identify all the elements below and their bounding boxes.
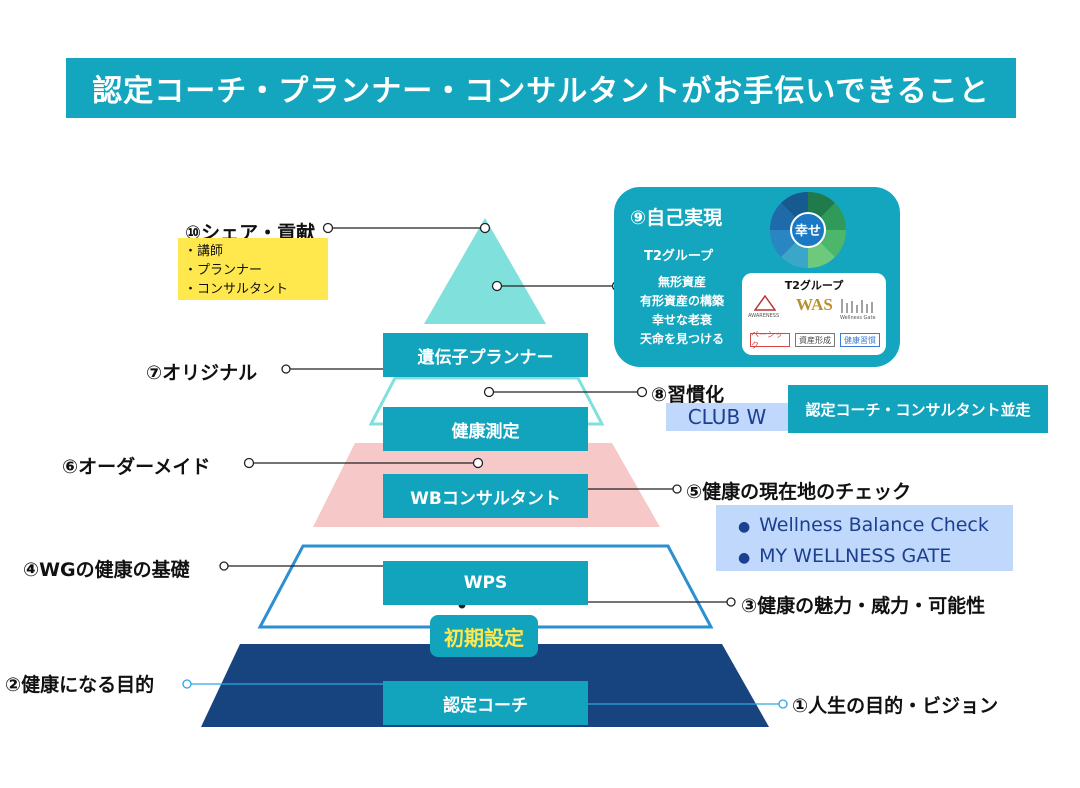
t2-panel-title: T2グループ — [784, 279, 844, 292]
self-actualization-title: ⑨自己実現 — [630, 207, 723, 229]
label-wg-foundation: ④WGの健康の基礎 — [23, 559, 190, 581]
list-item: 無形資産 — [657, 275, 706, 289]
list-item: ● Wellness Balance Check — [738, 514, 989, 536]
label-health-check: ⑤健康の現在地のチェック — [686, 481, 912, 503]
list-item: 天命を見つける — [639, 332, 724, 346]
wellness-gate-logo-icon — [838, 297, 878, 319]
share-role-item: ・プランナー — [184, 263, 263, 278]
label-habit: ⑧習慣化 — [651, 384, 725, 406]
label-order-made: ⑥オーダーメイド — [62, 456, 211, 478]
wheel-center-text: 幸せ — [795, 223, 821, 239]
label-health-appeal: ③健康の魅力・威力・可能性 — [741, 595, 986, 617]
share-roles-note: ・講師 ・プランナー ・コンサルタント — [178, 238, 328, 300]
box-gene-planner: 遺伝子プランナー — [383, 333, 588, 377]
was-logo: WAS — [796, 295, 833, 314]
label-life-purpose: ①人生の目的・ビジョン — [792, 695, 999, 717]
box-health-measure: 健康測定 — [383, 407, 588, 451]
wellness-check-list: ● Wellness Balance Check ● MY WELLNESS G… — [716, 505, 1013, 571]
tag-asset: 資産形成 — [795, 333, 835, 347]
page-title: 認定コーチ・プランナー・コンサルタントがお手伝いできること — [66, 58, 1016, 118]
share-role-item: ・講師 — [184, 244, 224, 259]
label-health-purpose: ②健康になる目的 — [5, 674, 155, 696]
initial-settings-badge: 初期設定 — [430, 615, 538, 657]
share-role-item: ・コンサルタント — [184, 282, 289, 297]
pyramid-band-habit — [368, 376, 605, 426]
tag-basic: ベーシック — [750, 330, 790, 350]
label-original: ⑦オリジナル — [146, 362, 258, 384]
self-actualization-list: 無形資産 有形資産の構築 幸せな老衰 天命を見つける — [622, 273, 742, 349]
list-item: 幸せな老衰 — [651, 313, 712, 327]
list-item: ● MY WELLNESS GATE — [738, 545, 952, 567]
tag-health-habit: 健康習慣 — [840, 333, 880, 347]
awareness-logo-icon — [753, 294, 777, 311]
pyramid-apex — [424, 218, 546, 324]
happiness-wheel-icon: 幸せ — [769, 191, 847, 269]
box-certified-coach: 認定コーチ — [383, 681, 588, 725]
awareness-logo-text: AWARENESS — [748, 313, 780, 319]
box-wb-consultant: WBコンサルタント — [383, 474, 588, 518]
pyramid-band-outline — [257, 544, 714, 629]
t2-group-panel: T2グループ AWARENESS WAS Wellness Gate ベーシック… — [742, 273, 886, 355]
club-w-badge: CLUB W — [666, 403, 788, 431]
box-wps: WPS — [383, 561, 588, 605]
list-item: 有形資産の構築 — [639, 294, 724, 308]
t2-group-label: T2グループ — [644, 249, 714, 264]
wellness-gate-logo-text: Wellness Gate — [840, 315, 876, 321]
coach-accompany-note: 認定コーチ・コンサルタント並走 — [788, 385, 1048, 433]
